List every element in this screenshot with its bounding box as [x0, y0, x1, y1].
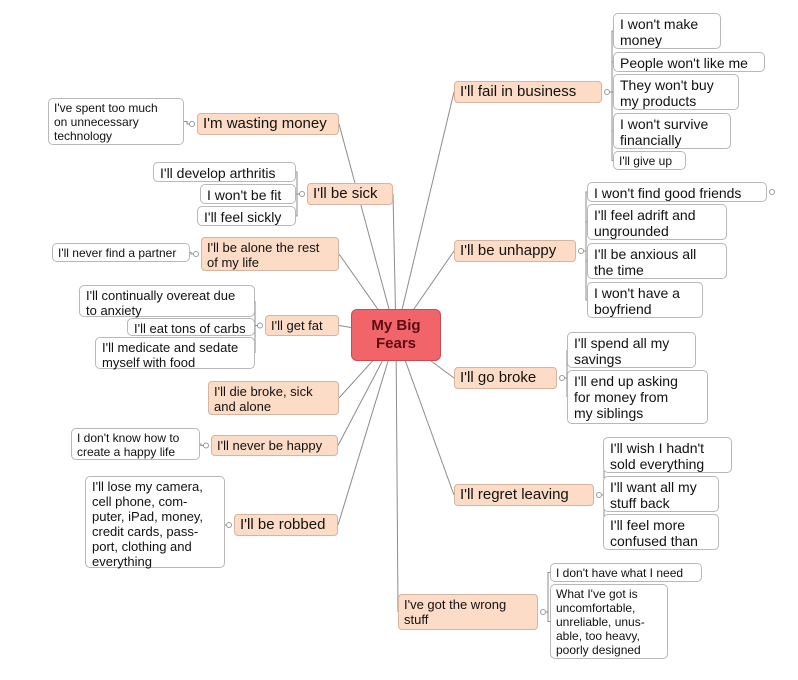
collapse-toggle-wasting_money[interactable] — [189, 121, 195, 127]
topic-wasting-money[interactable]: I'm wasting money — [197, 113, 339, 135]
leaf-wont-make-money[interactable]: I won't make money — [613, 13, 721, 49]
connector-center-to-wrong_stuff — [395, 334, 399, 613]
central-topic[interactable]: My Big Fears — [351, 309, 441, 361]
leaf-people-wont-like-me[interactable]: People won't like me — [613, 52, 765, 72]
connector-get_fat-leaf-0 — [254, 301, 258, 326]
leaf-wont-survive-financially[interactable]: I won't survive financially — [613, 113, 731, 149]
leaf-spent-too-much-tech[interactable]: I've spent too much on unnecessary techn… — [48, 98, 184, 145]
topic-never-be-happy[interactable]: I'll never be happy — [211, 435, 338, 456]
leaf-dont-know-happy-life[interactable]: I don't know how to create a happy life — [71, 428, 200, 460]
leaf-wont-be-fit[interactable]: I won't be fit — [200, 184, 296, 204]
collapse-toggle-be_sick[interactable] — [299, 191, 305, 197]
connector-wasting_money-leaf-0 — [184, 121, 190, 125]
leaf-uncomfortable-gear[interactable]: What I've got is uncomfortable, unreliab… — [550, 584, 668, 659]
topic-be-sick[interactable]: I'll be sick — [307, 183, 393, 205]
leaf-feel-more-confused[interactable]: I'll feel more confused than — [603, 514, 719, 550]
leaf-anxious-all-the-time[interactable]: I'll be anxious all the time — [587, 243, 727, 279]
collapse-toggle-robbed[interactable] — [226, 522, 232, 528]
topic-be-alone[interactable]: I'll be alone the rest of my life — [201, 237, 339, 271]
connector-center-to-wasting_money — [338, 123, 397, 336]
connector-alone-leaf-0 — [190, 252, 194, 255]
leaf-no-boyfriend[interactable]: I won't have a boyfriend — [587, 282, 703, 318]
leaf-feel-sickly[interactable]: I'll feel sickly — [197, 206, 296, 226]
connector-be_sick-leaf-2 — [296, 193, 300, 217]
leaf-ask-siblings-for-money[interactable]: I'll end up asking for money from my sib… — [567, 370, 708, 424]
connector-center-to-regret_leaving — [395, 334, 455, 496]
collapse-toggle-go_broke[interactable] — [559, 375, 565, 381]
leaf-lose-belongings[interactable]: I'll lose my camera, cell phone, com- pu… — [85, 476, 225, 569]
leaf-wont-buy-products[interactable]: They won't buy my products — [613, 74, 739, 110]
collapse-toggle-alone[interactable] — [193, 251, 199, 257]
topic-fail-in-business[interactable]: I'll fail in business — [454, 81, 602, 103]
leaf-want-stuff-back[interactable]: I'll want all my stuff back — [603, 476, 719, 512]
expand-toggle-no-good-friends[interactable] — [769, 189, 775, 195]
collapse-toggle-unhappy[interactable] — [578, 248, 584, 254]
connector-center-to-robbed — [337, 334, 397, 526]
leaf-feel-adrift[interactable]: I'll feel adrift and ungrounded — [587, 204, 727, 240]
topic-regret-leaving[interactable]: I'll regret leaving — [454, 484, 594, 506]
connector-center-to-fail_business — [395, 91, 455, 336]
leaf-never-find-partner[interactable]: I'll never find a partner — [52, 243, 190, 262]
leaf-no-good-friends[interactable]: I won't find good friends — [587, 182, 767, 202]
collapse-toggle-wrong_stuff[interactable] — [540, 609, 546, 615]
topic-die-broke[interactable]: I'll die broke, sick and alone — [208, 381, 339, 415]
leaf-medicate-with-food[interactable]: I'll medicate and sedate myself with foo… — [95, 337, 255, 370]
connector-wrong_stuff-leaf-1 — [545, 611, 550, 622]
leaf-develop-arthritis[interactable]: I'll develop arthritis — [153, 162, 296, 182]
connector-get_fat-leaf-2 — [254, 325, 258, 353]
topic-get-fat[interactable]: I'll get fat — [265, 315, 339, 336]
connector-never_happy-leaf-0 — [200, 443, 204, 446]
leaf-overeat-anxiety[interactable]: I'll continually overeat due to anxiety — [79, 285, 255, 318]
connector-be_sick-leaf-0 — [296, 171, 300, 195]
leaf-give-up[interactable]: I'll give up — [613, 151, 686, 170]
leaf-wish-hadnt-sold[interactable]: I'll wish I hadn't sold everything — [603, 437, 732, 473]
leaf-dont-have-what-i-need[interactable]: I don't have what I need — [550, 563, 702, 582]
topic-go-broke[interactable]: I'll go broke — [454, 367, 557, 389]
leaf-spend-all-savings[interactable]: I'll spend all my savings — [567, 332, 696, 368]
leaf-eat-carbs[interactable]: I'll eat tons of carbs — [127, 318, 255, 336]
collapse-toggle-regret_leaving[interactable] — [596, 492, 602, 498]
connector-unhappy-leaf-3 — [583, 250, 587, 301]
collapse-toggle-get_fat[interactable] — [257, 322, 263, 329]
collapse-toggle-never_happy[interactable] — [203, 442, 209, 449]
connector-fail_business-leaf-4 — [609, 91, 613, 161]
collapse-toggle-fail_business[interactable] — [604, 89, 610, 95]
topic-wrong-stuff[interactable]: I've got the wrong stuff — [398, 594, 538, 630]
topic-be-robbed[interactable]: I'll be robbed — [234, 514, 338, 536]
topic-be-unhappy[interactable]: I'll be unhappy — [454, 240, 576, 262]
